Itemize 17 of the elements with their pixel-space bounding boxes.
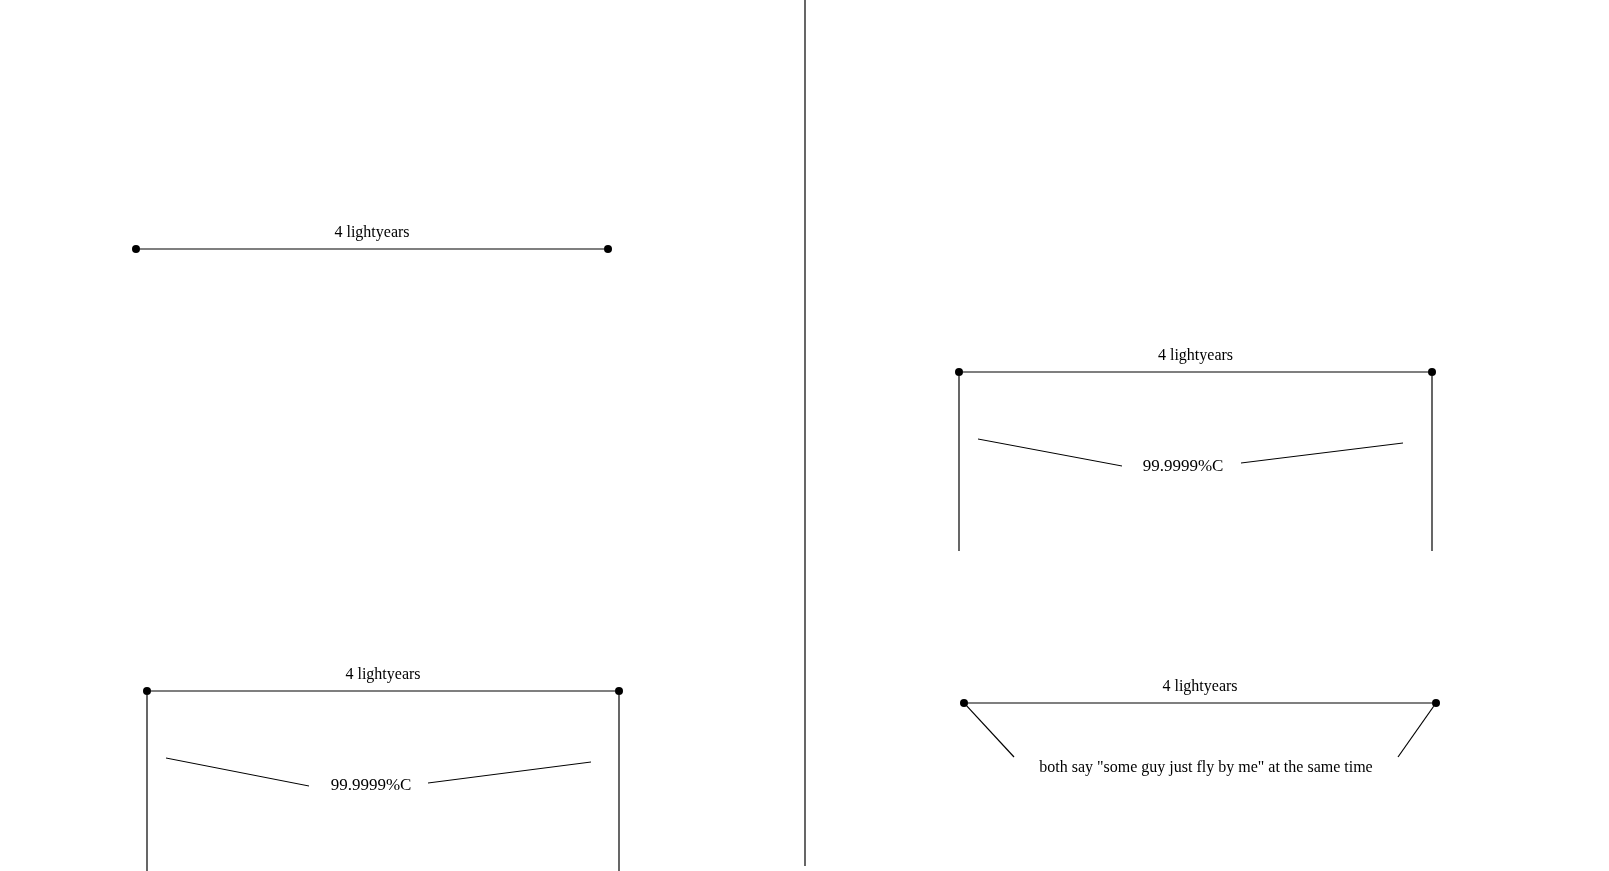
leader-line [1397, 705, 1435, 758]
distance-line [967, 702, 1433, 704]
speed-label: 99.9999%C [330, 775, 412, 795]
leader-line [966, 705, 1015, 758]
edge-label: 4 lightyears [1162, 676, 1238, 696]
vertical-line [618, 694, 620, 871]
vertical-line [1431, 375, 1433, 552]
note-text: both say "some guy just fly by me" at the same time [1039, 757, 1373, 777]
distance-line [150, 690, 616, 692]
edge-label: 4 lightyears [334, 222, 410, 242]
edge-label: 4 lightyears [1157, 345, 1234, 365]
edge-label: 4 lightyears [345, 664, 421, 684]
distance-line [139, 248, 605, 250]
vertical-line [958, 375, 960, 552]
distance-line [962, 371, 1429, 373]
vertical-line [146, 694, 148, 871]
speed-label: 99.9999%C [1142, 456, 1224, 476]
